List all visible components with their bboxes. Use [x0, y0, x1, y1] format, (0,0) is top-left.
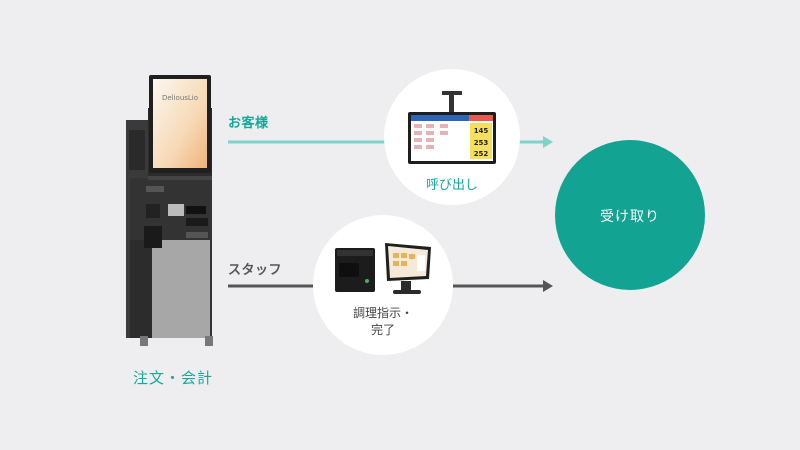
- kitchen-station-caption: 調理指示・ 完了: [313, 305, 453, 339]
- staff-flow-arrowhead: [543, 280, 553, 292]
- pickup-caption: 受け取り: [600, 209, 660, 225]
- call-number-3: 252: [474, 150, 489, 158]
- call-number-2: 253: [474, 139, 489, 147]
- kitchen-printer-and-pos-image: [335, 243, 431, 294]
- kiosk-caption: 注文・会計: [132, 369, 213, 387]
- call-display-monitor-image: 145 253 252: [408, 91, 496, 164]
- customer-flow-label: お客様: [228, 116, 269, 131]
- call-number-1: 145: [474, 127, 489, 135]
- customer-flow-arrowhead: [543, 136, 553, 148]
- staff-flow-label: スタッフ: [228, 263, 283, 278]
- call-display-circle: 145 253 252 呼び出し: [384, 69, 520, 205]
- pickup-circle: 受け取り: [555, 140, 705, 290]
- kitchen-caption-line1: 調理指示・: [352, 306, 413, 320]
- call-display-caption: 呼び出し: [425, 178, 478, 193]
- kitchen-station-circle: 調理指示・ 完了: [313, 215, 453, 355]
- kitchen-caption-line2: 完了: [370, 323, 395, 337]
- kiosk-screen-logo: DeliousLio: [162, 94, 198, 102]
